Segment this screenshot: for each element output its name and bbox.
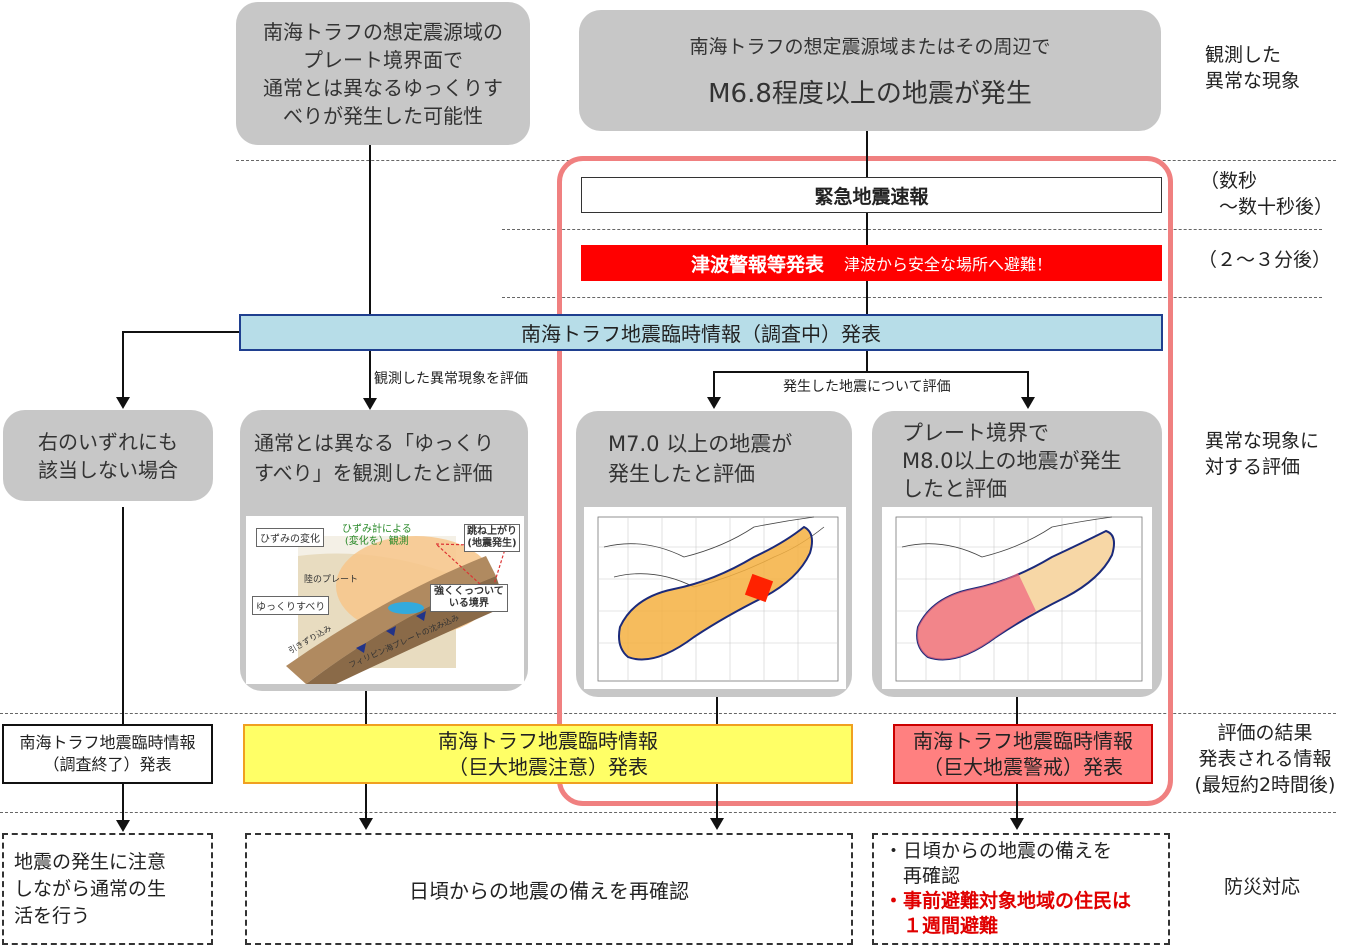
- side-label-observed: 観測した 異常な現象: [1205, 44, 1301, 92]
- eval-observed-label: 観測した異常現象を評価: [374, 368, 528, 388]
- connector-split: [713, 371, 1029, 373]
- connector-slipeval-to-advisory: [365, 690, 367, 724]
- result-warning: 南海トラフ地震臨時情報 （巨大地震警戒）発表: [893, 724, 1153, 784]
- label-strain-meter: ひずみ計による (変化を）観測: [342, 524, 412, 547]
- arrow-to-warning-response: [1010, 818, 1024, 830]
- quake-line1: 南海トラフの想定震源域またはその周辺で: [689, 35, 1051, 58]
- tsunami-note: 津波から安全な場所へ避難！: [844, 255, 1053, 274]
- slow-slip-eval-box: 通常とは異なる「ゆっくり すべり」を観測したと評価 ひずみの変化 ひずみ計による…: [240, 410, 528, 691]
- separator-5: [0, 812, 1336, 813]
- connector-slowslip-to-info: [369, 145, 371, 315]
- label-strain-change: ひずみの変化: [256, 528, 324, 547]
- arrow-to-none: [116, 397, 130, 409]
- separator-2: [502, 229, 1322, 230]
- result-end-of-investigation: 南海トラフ地震臨時情報 （調査終了）発表: [2, 724, 213, 784]
- pink-frame: [557, 156, 1173, 806]
- result-advisory: 南海トラフ地震臨時情報 （巨大地震注意）発表: [243, 724, 853, 784]
- side-label-minutes: （２～３分後）: [1198, 249, 1332, 271]
- connector-info-to-split: [866, 350, 868, 372]
- separator-3: [502, 297, 1322, 298]
- tsunami-title: 津波警報等発表: [690, 253, 824, 276]
- connector-eew-to-tsunami: [866, 213, 868, 245]
- slow-slip-figure: ひずみの変化 ひずみ計による (変化を）観測 跳ね上がり (地震発生) 陸のプレ…: [246, 516, 524, 684]
- connector-quake-to-eew: [866, 131, 868, 177]
- m7-map-svg: [597, 516, 839, 682]
- none-applicable-box: 右のいずれにも 該当しない場合: [3, 410, 213, 501]
- label-slow-slip: ゆっくりすべり: [252, 596, 330, 615]
- connector-split-right: [1027, 371, 1029, 399]
- m7-map: [584, 507, 846, 689]
- label-rebound: 跳ね上がり (地震発生): [464, 524, 520, 552]
- arrow-to-m7: [707, 397, 721, 409]
- m8-map-svg: [895, 516, 1143, 682]
- m8-map: [882, 507, 1152, 689]
- connector-split-left: [713, 371, 715, 399]
- m7-eval-text: M7.0 以上の地震が 発生したと評価: [608, 432, 793, 486]
- connector-info-to-left: [122, 331, 240, 333]
- label-locked-boundary: 強くくっついて いる境界: [430, 584, 508, 612]
- side-label-disaster-response: 防災対応: [1224, 876, 1301, 898]
- response-warning: ・日頃からの地震の備えを 再確認 ・事前避難対象地域の住民は １週間避難: [872, 833, 1170, 945]
- arrow-to-normal: [116, 820, 130, 832]
- connector-advisory-to-reconfirm-right: [716, 784, 718, 820]
- connector-none-to-end: [122, 507, 124, 724]
- eval-quake-label: 発生した地震について評価: [779, 376, 955, 396]
- arrow-to-slipeval: [363, 398, 377, 410]
- tsunami-box: 津波警報等発表 津波から安全な場所へ避難！: [581, 245, 1162, 281]
- arrow-to-reconfirm-left: [359, 818, 373, 830]
- connector-advisory-to-reconfirm-left: [365, 784, 367, 820]
- temp-info-investigating-bar: 南海トラフ地震臨時情報（調査中）発表: [239, 314, 1163, 351]
- quake-line2: M6.8程度以上の地震が発生: [708, 78, 1032, 109]
- response-normal-life: 地震の発生に注意 しながら通常の生 活を行う: [2, 833, 213, 945]
- connector-end-to-normal: [122, 784, 124, 822]
- separator-4: [0, 713, 1336, 714]
- side-label-result-info: 評価の結果 発表される情報 (最短約2時間後): [1194, 722, 1336, 796]
- response-warning-item1: ・日頃からの地震の備えを 再確認: [884, 840, 1113, 887]
- side-label-evaluation: 異常な現象に 対する評価: [1205, 430, 1320, 478]
- m7-eval-box: M7.0 以上の地震が 発生したと評価: [576, 411, 852, 697]
- connector-info-to-slipeval: [369, 350, 371, 400]
- connector-m8-to-warning: [1016, 697, 1018, 724]
- label-land-plate: 陸のプレート: [304, 575, 359, 585]
- arrow-to-reconfirm-right: [710, 818, 724, 830]
- connector-m7-to-advisory: [716, 697, 718, 724]
- connector-tsunami-to-info: [866, 281, 868, 315]
- quake-occurred-box: 南海トラフの想定震源域またはその周辺で M6.8程度以上の地震が発生: [579, 10, 1161, 131]
- slow-slip-possibility-box: 南海トラフの想定震源域の プレート境界面で 通常とは異なるゆっくりす べりが発生…: [236, 2, 530, 145]
- connector-warning-to-response: [1016, 784, 1018, 820]
- slow-slip-eval-text: 通常とは異なる「ゆっくり すべり」を観測したと評価: [254, 431, 494, 485]
- connector-left-down: [122, 331, 124, 399]
- arrow-to-m8: [1021, 397, 1035, 409]
- response-warning-item2: ・事前避難対象地域の住民は １週間避難: [884, 890, 1132, 937]
- side-label-seconds: （数秒 ～数十秒後）: [1200, 170, 1334, 218]
- eew-box: 緊急地震速報: [581, 177, 1162, 213]
- m8-eval-text: プレート境界で M8.0以上の地震が発生 したと評価: [902, 421, 1122, 501]
- m8-eval-box: プレート境界で M8.0以上の地震が発生 したと評価: [872, 411, 1162, 697]
- response-reconfirm: 日頃からの地震の備えを再確認: [245, 833, 853, 945]
